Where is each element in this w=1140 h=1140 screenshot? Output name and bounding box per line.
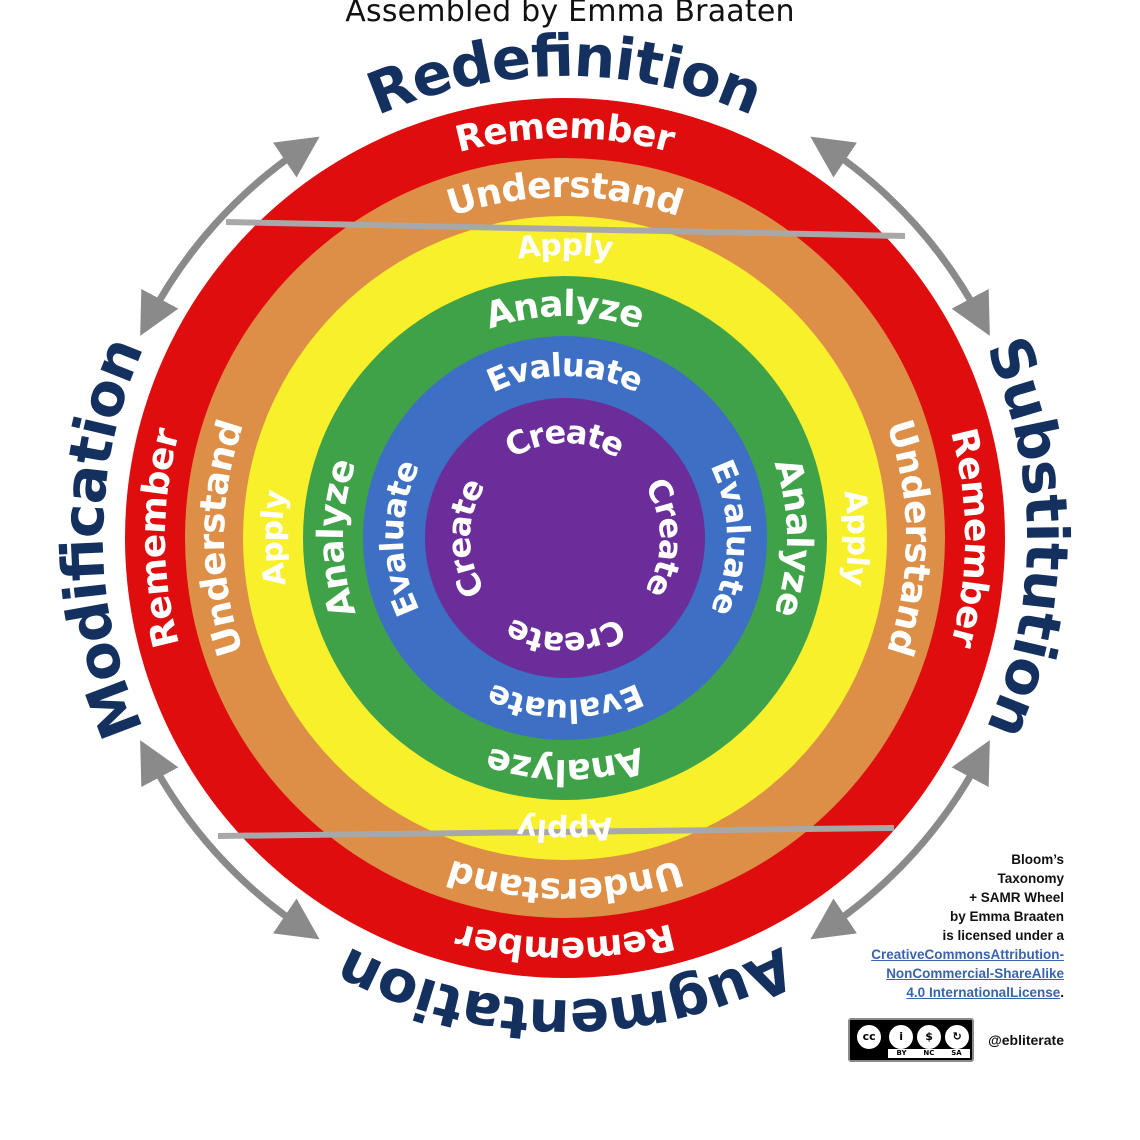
double-arrow-icon-2: [810, 136, 990, 336]
sa-tag: SA: [951, 1049, 962, 1057]
license-badge-row: cc i $ ↻ BY NC SA @ebliterate: [848, 1018, 1064, 1062]
quadrant-dividers: [217, 219, 906, 839]
license-link[interactable]: 4.0 InternationalLicense: [906, 985, 1061, 1000]
no-dollar-icon: $: [916, 1024, 943, 1050]
cc-license-badge[interactable]: cc i $ ↻ BY NC SA: [848, 1018, 975, 1062]
rings-group: [125, 98, 1005, 978]
ring-label-apply-top: Apply: [515, 227, 616, 266]
license-notice: Bloom’s Taxonomy + SAMR Wheel by Emma Br…: [824, 850, 1064, 1002]
ring-label-apply-bottom: Apply: [514, 810, 615, 849]
license-line: Bloom’s: [1011, 852, 1064, 867]
license-period: .: [1060, 985, 1064, 1000]
ring-label-apply-right: Apply: [837, 488, 876, 589]
share-alike-icon: ↻: [944, 1024, 971, 1050]
license-link[interactable]: NonCommercial-ShareAlike: [886, 966, 1064, 981]
license-line: + SAMR Wheel: [969, 890, 1064, 905]
license-line: by Emma Braaten: [949, 909, 1064, 924]
double-arrow-icon-1: [140, 136, 320, 336]
divider-line-2: [217, 825, 895, 839]
ring-create: [425, 398, 705, 678]
nc-tag: NC: [923, 1049, 935, 1057]
cc-badge-tags: BY NC SA: [888, 1049, 971, 1058]
ring-label-apply-left: Apply: [254, 487, 293, 588]
license-line: Taxonomy: [997, 871, 1064, 886]
page-title: Assembled by Emma Braaten: [345, 0, 795, 29]
cc-icon: cc: [856, 1024, 883, 1050]
person-icon: i: [888, 1024, 915, 1050]
twitter-handle: @ebliterate: [988, 1032, 1064, 1048]
cycle-arrows: [140, 136, 990, 940]
license-link[interactable]: CreativeCommonsAttribution-: [871, 947, 1064, 962]
double-arrow-icon-3: [810, 740, 990, 940]
double-arrow-icon-4: [140, 740, 320, 940]
license-line: is licensed under a: [942, 928, 1064, 943]
divider-line-1: [225, 219, 906, 239]
by-tag: BY: [896, 1049, 907, 1057]
